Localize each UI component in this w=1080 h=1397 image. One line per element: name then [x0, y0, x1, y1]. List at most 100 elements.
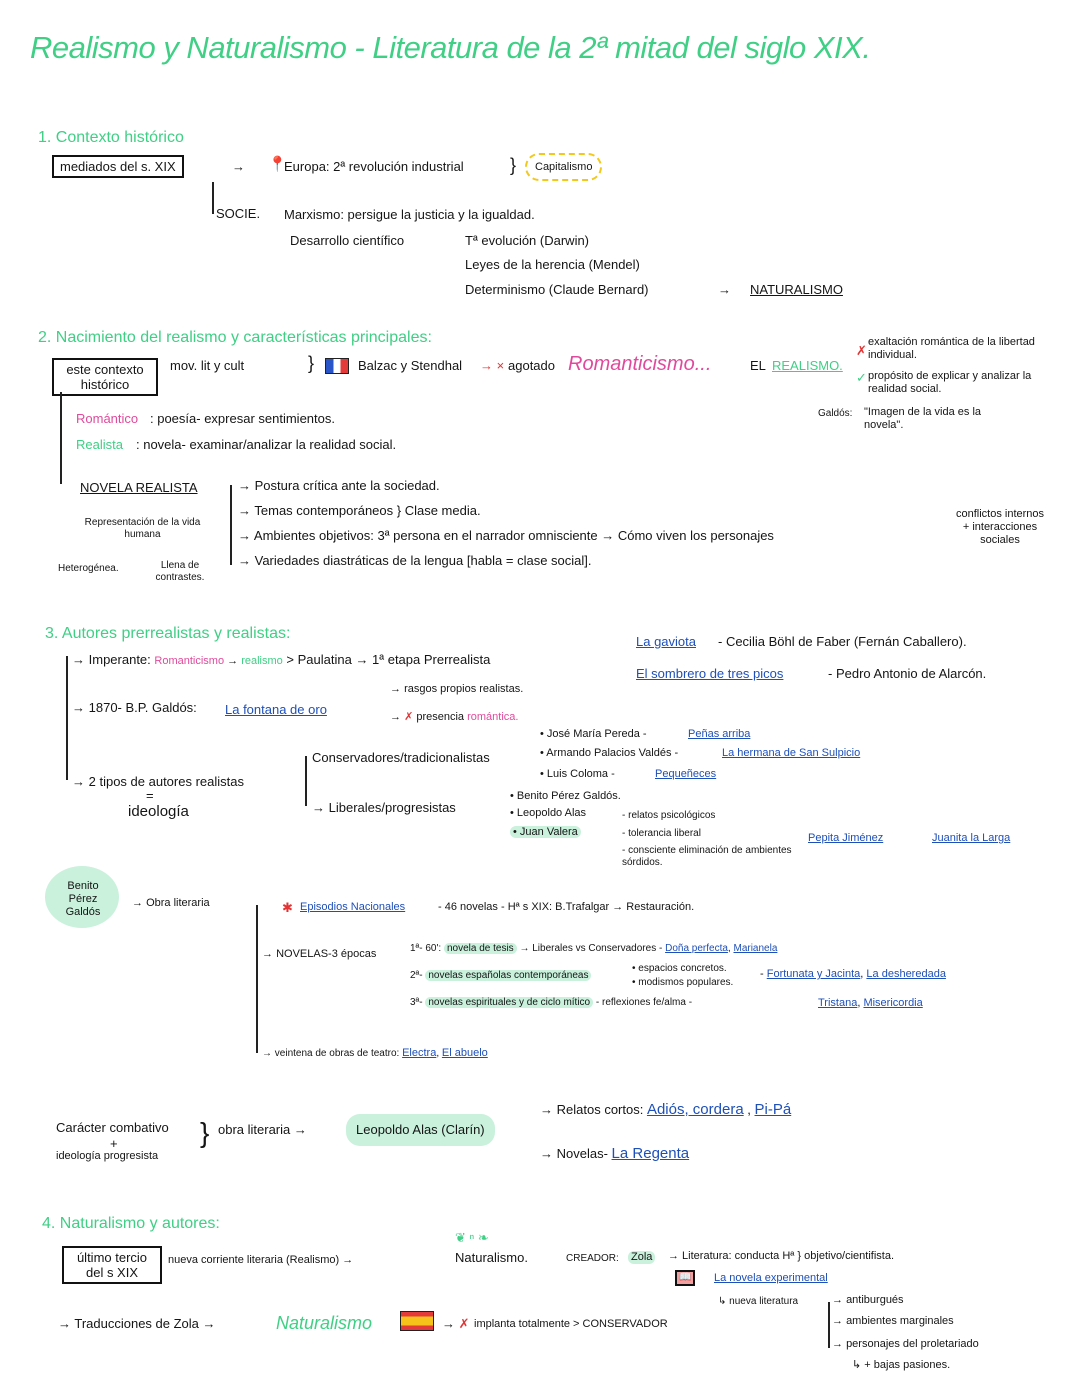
- valera-trait: - consciente eliminación de ambientes só…: [622, 845, 792, 868]
- science-item: Determinismo (Claude Bernard): [465, 282, 649, 297]
- teatro-row: → veintena de obras de teatro: Electra, …: [262, 1047, 488, 1059]
- arrow-icon: → ✗: [442, 1316, 470, 1331]
- juan-valera-highlight: • Juan Valera: [510, 826, 581, 838]
- connector-line: [60, 392, 62, 484]
- trait-item: → ambientes marginales: [832, 1315, 954, 1327]
- trait-item: → personajes del proletariado: [832, 1338, 979, 1350]
- work-link[interactable]: Electra: [402, 1047, 437, 1059]
- feature-item: → Variedades diastráticas de la lengua […: [238, 553, 592, 568]
- arrow-icon: →: [232, 159, 245, 174]
- balzac-text: Balzac y Stendhal: [358, 358, 463, 373]
- paulatina-text: > Paulatina → 1ª etapa Prerrealista: [286, 652, 491, 667]
- star-icon: ✱: [282, 900, 293, 915]
- realista-text: : novela- examinar/analizar la realidad …: [136, 437, 397, 452]
- work-link[interactable]: La fontana de oro: [225, 702, 327, 717]
- work-link[interactable]: La novela experimental: [714, 1272, 828, 1284]
- france-flag-icon: [325, 358, 349, 374]
- section-4-heading: 4. Naturalismo y autores:: [42, 1215, 220, 1232]
- work-link[interactable]: Doña perfecta: [665, 943, 728, 954]
- science-item: Tª evolución (Darwin): [465, 233, 590, 248]
- novelas-text: Novelas-: [556, 1146, 608, 1161]
- equals-sign: =: [146, 788, 154, 803]
- work-link[interactable]: Juanita la Larga: [932, 832, 1011, 844]
- section-3-heading: 3. Autores prerrealistas y realistas:: [45, 625, 291, 642]
- epoca-highlight: novela de tesis: [443, 943, 517, 954]
- spain-flag-icon: [400, 1311, 434, 1331]
- novelas-row: → Novelas- La Regenta: [540, 1145, 690, 1162]
- traducciones-text: → Traducciones de Zola →: [58, 1316, 216, 1331]
- trait-item: ↳ + bajas pasiones.: [852, 1359, 951, 1371]
- work-link[interactable]: Pequeñeces: [655, 768, 717, 780]
- galdos1870-label: 1870- B.P. Galdós:: [88, 700, 197, 715]
- epoca-trait: • modismos populares.: [632, 977, 734, 988]
- author-text: • Leopoldo Alas: [510, 807, 587, 819]
- realismo-text: REALISMO.: [772, 358, 843, 373]
- work-link[interactable]: La hermana de San Sulpicio: [722, 747, 861, 759]
- work-link[interactable]: Marianela: [733, 943, 778, 954]
- cross-icon: ✗: [458, 1316, 470, 1331]
- literatura-text: → Literatura: conducta Hª } objetivo/cie…: [668, 1250, 895, 1262]
- naturalismo-green: Naturalismo: [276, 1313, 373, 1333]
- novelas-label: → NOVELAS-3 épocas: [262, 948, 377, 960]
- nueva-text: nueva corriente literaria (Realismo) →: [168, 1254, 354, 1266]
- cross-icon: ✗: [856, 343, 867, 358]
- galdos-highlight-circle: [45, 866, 119, 928]
- work-link[interactable]: La gaviota: [636, 634, 696, 649]
- brace: }: [510, 155, 517, 175]
- valera-trait: - tolerancia liberal: [622, 828, 701, 839]
- feature-item: → Postura crítica ante la sociedad.: [238, 478, 440, 493]
- conflictos-text: conflictos internos + interacciones soci…: [955, 508, 1045, 546]
- feature-text: Postura crítica ante la sociedad.: [254, 478, 440, 493]
- epoca-num: 2ª-: [410, 970, 423, 981]
- dos-tipos-row: → 2 tipos de autores realistas: [72, 774, 244, 789]
- epoca-text: → Liberales vs Conservadores -: [519, 943, 663, 954]
- nueva-lit-text: ↳ nueva literatura: [718, 1296, 799, 1307]
- naturalismo-label: NATURALISMO: [750, 282, 843, 297]
- epoca-works: - Fortunata y Jacinta, La desheredada: [760, 968, 946, 980]
- work-link[interactable]: Pepita Jiménez: [808, 832, 884, 844]
- page-title: Realismo y Naturalismo - Literatura de l…: [30, 30, 871, 65]
- work-link[interactable]: Peñas arriba: [688, 728, 751, 740]
- check-icon: ✓: [856, 370, 867, 385]
- relatos-text: Relatos cortos:: [556, 1102, 644, 1117]
- galdos-quote: "Imagen de la vida es la novela".: [864, 406, 982, 431]
- work-link[interactable]: Episodios Nacionales: [300, 901, 406, 913]
- work-link[interactable]: El abuelo: [441, 1047, 488, 1059]
- presencia-label: presencia: [416, 711, 465, 723]
- book-icon: 📖: [675, 1270, 696, 1286]
- author-text: - Pedro Antonio de Alarcón.: [828, 666, 987, 681]
- work-link[interactable]: Misericordia: [863, 997, 923, 1009]
- liberales-text: Liberales/progresistas: [328, 800, 456, 815]
- nueva-lit-label: nueva literatura: [729, 1296, 799, 1307]
- imperante-row: → Imperante: Romanticismo → realismo > P…: [72, 652, 491, 667]
- leaf-icon: ❦ ⁿ ❧: [455, 1230, 489, 1245]
- author-text: - Cecilia Böhl de Faber (Fernán Caballer…: [718, 634, 967, 649]
- galdos1870-row: → 1870- B.P. Galdós:: [72, 700, 197, 715]
- connector-line: [305, 756, 307, 806]
- feature-text: Ambientes objetivos: 3ª persona en el na…: [253, 528, 774, 543]
- romantico-text: : poesía- expresar sentimientos.: [150, 411, 335, 426]
- contexto-box: este contexto histórico: [52, 358, 158, 396]
- work-link[interactable]: Pi-Pá: [754, 1101, 792, 1118]
- work-link[interactable]: Fortunata y Jacinta: [766, 968, 861, 980]
- work-link[interactable]: Tristana: [818, 997, 858, 1009]
- author-text: • José María Pereda -: [540, 728, 647, 740]
- heterogenea-text: Heterogénea.: [58, 563, 119, 574]
- mov-text: mov. lit y cult: [170, 358, 245, 373]
- presencia-row: → ✗ presencia romántica.: [390, 711, 519, 723]
- brace: }: [308, 353, 315, 373]
- work-link[interactable]: Adiós, cordera: [646, 1101, 744, 1118]
- connector-line: [256, 905, 258, 1053]
- work-link[interactable]: La Regenta: [611, 1145, 690, 1162]
- proposito-text: propósito de explicar y analizar la real…: [868, 370, 1032, 395]
- epoca-text: - reflexiones fe/alma -: [595, 997, 693, 1008]
- work-link[interactable]: El sombrero de tres picos: [636, 666, 784, 681]
- galdos-label: Galdós:: [818, 408, 853, 419]
- ideologia-text: ideología: [128, 803, 189, 820]
- obra-label: → Obra literaria: [132, 897, 210, 909]
- context-box: mediados del s. XIX: [52, 155, 184, 178]
- connector-line: [230, 485, 232, 565]
- work-link[interactable]: La desheredada: [866, 968, 946, 980]
- epoca-num: 3ª-: [410, 997, 423, 1008]
- creador-label: CREADOR:: [566, 1253, 619, 1264]
